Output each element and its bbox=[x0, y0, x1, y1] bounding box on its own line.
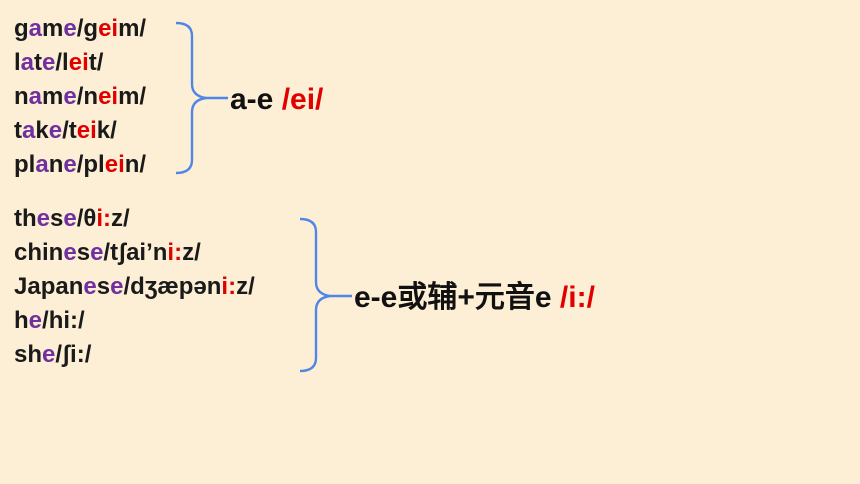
word-segment: /pl bbox=[76, 151, 105, 178]
rule-sound: /ei/ bbox=[281, 83, 324, 116]
word-segment: n bbox=[48, 151, 64, 178]
word-segment: ei bbox=[68, 49, 89, 76]
word-row: take/teik/ bbox=[14, 114, 146, 148]
word-segment: ei bbox=[98, 15, 119, 42]
word-segment: h bbox=[14, 307, 29, 334]
word-segment: l bbox=[14, 49, 21, 76]
word-row: late/leit/ bbox=[14, 46, 146, 80]
word-segment: k bbox=[35, 117, 49, 144]
word-segment: k/ bbox=[96, 117, 117, 144]
word-segment: s bbox=[96, 273, 111, 300]
word-row: Japanese/dʒæpəni:z/ bbox=[14, 270, 255, 304]
word-row: he/hi:/ bbox=[14, 304, 255, 338]
word-segment: chin bbox=[14, 239, 64, 266]
word-row: plane/plein/ bbox=[14, 148, 146, 182]
word-segment: e bbox=[42, 49, 56, 76]
word-segment: m bbox=[42, 83, 64, 110]
word-segment: /n bbox=[76, 83, 99, 110]
rule-pattern: a-e bbox=[230, 83, 282, 116]
rule-e-e: e-e或辅+元音e /i:/ bbox=[354, 278, 595, 318]
word-segment: e bbox=[63, 151, 77, 178]
word-segment: e bbox=[28, 307, 43, 334]
brace-e-e bbox=[299, 217, 352, 373]
word-segment: e bbox=[83, 273, 97, 300]
word-segment: z/ bbox=[111, 205, 130, 232]
rule-pattern: e-e或辅+元音e bbox=[354, 281, 560, 314]
word-segment: a bbox=[35, 151, 49, 178]
word-segment: sh bbox=[14, 341, 43, 368]
word-segment: e bbox=[48, 117, 63, 144]
word-row: name/neim/ bbox=[14, 80, 146, 114]
word-row: game/geim/ bbox=[14, 12, 146, 46]
word-segment: a bbox=[28, 83, 43, 110]
word-segment: pl bbox=[14, 151, 36, 178]
word-segment: e bbox=[90, 239, 104, 266]
word-row: these/θi:z/ bbox=[14, 202, 255, 236]
word-segment: i: bbox=[96, 205, 112, 232]
word-row: she/ʃi:/ bbox=[14, 338, 255, 372]
word-segment: e bbox=[63, 83, 77, 110]
word-segment: n/ bbox=[124, 151, 147, 178]
word-segment: i: bbox=[221, 273, 237, 300]
word-list-a-e: game/geim/late/leit/name/neim/take/teik/… bbox=[14, 12, 146, 182]
brace-a-e bbox=[175, 21, 228, 175]
word-segment: /tʃai’n bbox=[103, 239, 168, 266]
word-list-e-e: these/θi:z/chinese/tʃai’ni:z/Japanese/dʒ… bbox=[14, 202, 255, 372]
word-segment: /ʃi:/ bbox=[55, 341, 92, 368]
word-segment: a bbox=[28, 15, 43, 42]
word-segment: t bbox=[34, 49, 43, 76]
word-segment: /g bbox=[76, 15, 99, 42]
word-segment: ei bbox=[98, 83, 119, 110]
rule-sound: /i:/ bbox=[559, 281, 595, 314]
word-segment: z/ bbox=[236, 273, 255, 300]
word-segment: a bbox=[20, 49, 35, 76]
word-segment: ei bbox=[104, 151, 125, 178]
word-segment: s bbox=[76, 239, 91, 266]
word-segment: z/ bbox=[182, 239, 201, 266]
word-segment: g bbox=[14, 15, 29, 42]
word-segment: /hi:/ bbox=[42, 307, 85, 334]
word-segment: m bbox=[42, 15, 64, 42]
word-segment: ei bbox=[76, 117, 97, 144]
word-segment: m/ bbox=[118, 83, 147, 110]
word-segment: m/ bbox=[118, 15, 147, 42]
word-segment: /dʒæpən bbox=[123, 273, 222, 300]
word-row: chinese/tʃai’ni:z/ bbox=[14, 236, 255, 270]
word-segment: e bbox=[36, 205, 51, 232]
word-segment: s bbox=[50, 205, 64, 232]
word-segment: th bbox=[14, 205, 37, 232]
word-segment: t bbox=[14, 117, 22, 144]
word-segment: Japan bbox=[14, 273, 84, 300]
word-segment: /θ bbox=[76, 205, 97, 232]
word-segment: e bbox=[110, 273, 124, 300]
word-segment: e bbox=[63, 15, 77, 42]
word-segment: /l bbox=[55, 49, 69, 76]
word-segment: t/ bbox=[88, 49, 104, 76]
word-segment: /t bbox=[62, 117, 77, 144]
word-segment: e bbox=[42, 341, 56, 368]
word-segment: i: bbox=[167, 239, 183, 266]
rule-a-e: a-e /ei/ bbox=[230, 80, 323, 120]
word-segment: a bbox=[22, 117, 36, 144]
word-segment: e bbox=[63, 239, 77, 266]
word-segment: e bbox=[63, 205, 77, 232]
word-segment: n bbox=[14, 83, 29, 110]
